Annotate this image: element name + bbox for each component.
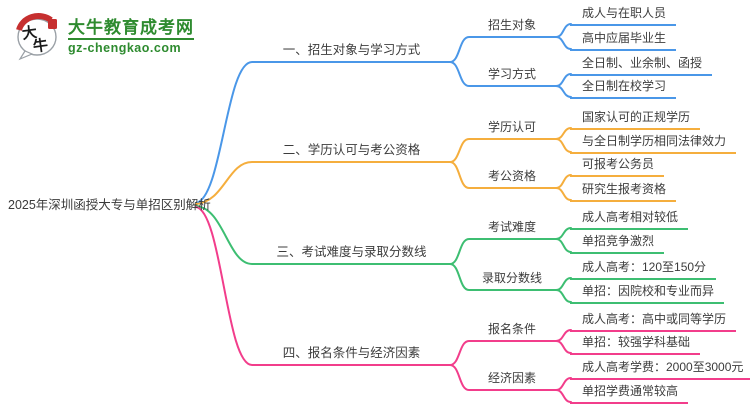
leaf-node: 国家认可的正规学历 [570, 108, 701, 130]
leaf-node: 成人高考：120至150分 [570, 258, 717, 280]
logo-title: 大牛教育成考网 [68, 18, 194, 37]
subtopic-study-mode: 学习方式 [487, 67, 536, 81]
icon-char-da: 大 [21, 23, 38, 43]
subtopic-registration-condition: 报名条件 [487, 322, 536, 336]
branch-3-node: 三、考试难度与录取分数线 [276, 245, 427, 259]
leaf-node: 成人与在职人员 [570, 4, 677, 26]
subtopic-enroll-target: 招生对象 [487, 18, 536, 32]
leaf-node: 单招：因院校和专业而异 [570, 282, 725, 304]
red-arc [16, 13, 53, 31]
leaf-node: 单招：较强学科基础 [570, 333, 701, 355]
leaf-node: 高中应届毕业生 [570, 29, 677, 51]
leaf-node: 成人高考：高中或同等学历 [570, 310, 737, 332]
branch-2-node: 二、学历认可与考公资格 [282, 143, 421, 157]
leaf-node: 单招学费通常较高 [570, 382, 689, 404]
leaf-node: 研究生报考资格 [570, 180, 677, 202]
branch-4-node: 四、报名条件与经济因素 [282, 346, 421, 360]
subtopic-degree-recognition: 学历认可 [487, 120, 536, 134]
leaf-node: 成人高考学费：2000至3000元 [570, 358, 750, 380]
subtopic-exam-difficulty: 考试难度 [487, 220, 536, 234]
speech-bubble-tail [18, 50, 34, 61]
leaf-node: 单招竞争激烈 [570, 232, 665, 254]
daniu-logo-icon: 大 牛 [16, 13, 57, 61]
subtopic-civil-exam-eligibility: 考公资格 [487, 169, 536, 183]
icon-char-niu: 牛 [32, 36, 49, 56]
leaf-node: 全日制、业余制、函授 [570, 54, 713, 76]
subtopic-economic-factor: 经济因素 [487, 371, 536, 385]
leaf-node: 成人高考相对较低 [570, 208, 689, 230]
site-logo: 大 牛 大牛教育成考网 gz-chengkao.com [13, 13, 194, 61]
subtopic-admission-score: 录取分数线 [481, 271, 542, 285]
leaf-node: 可报考公务员 [570, 155, 665, 177]
branch-1-node: 一、招生对象与学习方式 [282, 43, 421, 57]
leaf-node: 与全日制学历相同法律效力 [570, 132, 737, 154]
red-seal [48, 19, 57, 29]
leaf-node: 全日制在校学习 [570, 77, 677, 99]
logo-domain: gz-chengkao.com [68, 38, 194, 56]
root-node: 2025年深圳函授大专与单招区别解析 [8, 198, 211, 212]
